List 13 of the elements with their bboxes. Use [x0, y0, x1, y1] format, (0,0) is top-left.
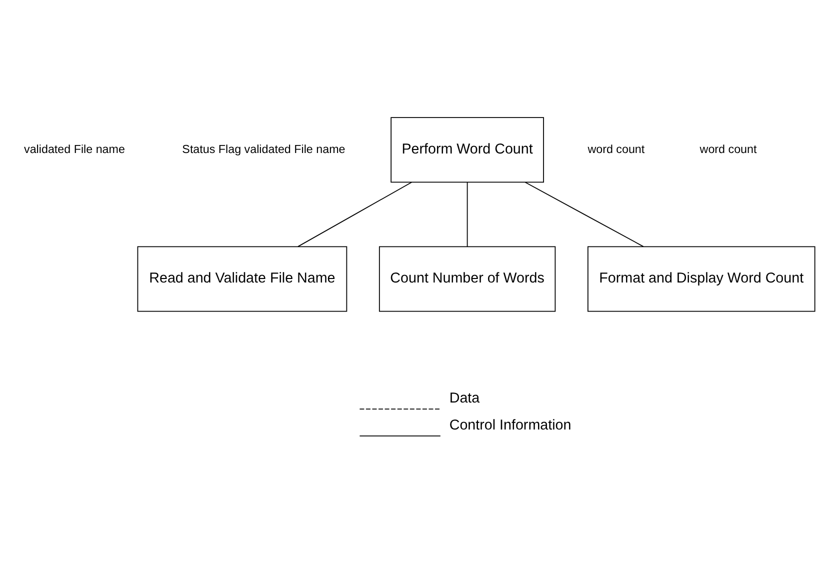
label: validated File name — [24, 142, 125, 156]
connector — [466, 182, 468, 247]
label: word count — [700, 142, 757, 156]
legend-label: Data — [449, 390, 480, 407]
connector — [524, 182, 644, 247]
node-box: Perform Word Count — [390, 117, 544, 183]
legend-label: Control Information — [449, 418, 572, 434]
node-box: Format and Display Word Count — [587, 246, 816, 312]
connector — [298, 182, 412, 247]
label: Status Flag validated File name — [182, 142, 346, 156]
label: word count — [588, 142, 645, 156]
node-box: Read and Validate File Name — [137, 246, 348, 312]
node-box: Count Number of Words — [378, 246, 556, 312]
